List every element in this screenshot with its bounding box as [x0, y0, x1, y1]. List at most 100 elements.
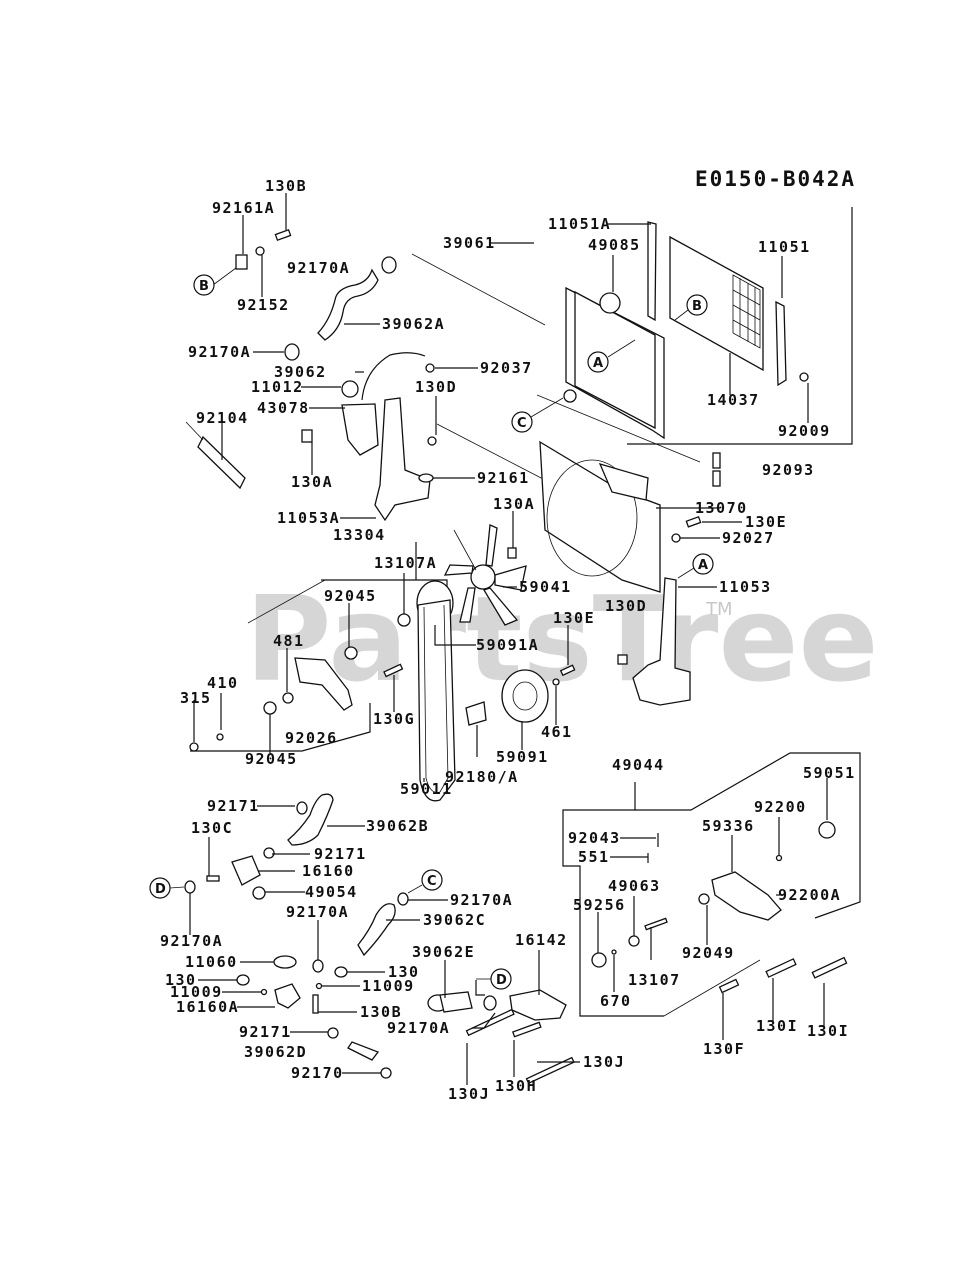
part-label: 92170A [387, 1019, 450, 1037]
bolt-130D-shape [427, 436, 437, 446]
bolt-130I-right-shape [811, 956, 848, 979]
svg-text:C: C [427, 874, 437, 889]
bolt-92009-shape [799, 372, 809, 382]
plug-11009-left-shape [260, 988, 268, 996]
part-label: 92104 [196, 409, 249, 427]
sealant-92104-shape [197, 435, 246, 490]
part-label: 130D [415, 378, 457, 396]
bearing-92045-upper-shape [344, 646, 358, 660]
clip-92037-shape [425, 363, 435, 373]
bolt-130C-shape [206, 875, 220, 882]
svg-text:C: C [517, 416, 527, 431]
part-label: 11051 [758, 238, 811, 256]
part-label: 11060 [185, 953, 238, 971]
bolt-130B-lower-shape [312, 994, 319, 1014]
part-label: 13070 [695, 499, 748, 517]
washer-92027-shape [671, 533, 681, 543]
part-label: 461 [541, 723, 573, 741]
part-label: 92093 [762, 461, 815, 479]
part-label: 130B [360, 1003, 402, 1021]
watermark-trademark: TM [705, 599, 733, 620]
part-label: 16142 [515, 931, 568, 949]
clip-92170-shape [380, 1067, 392, 1079]
callout-a-bracket: A [677, 553, 714, 579]
gear-59051-shape [818, 821, 836, 839]
bolt-130J-left-shape [465, 1008, 515, 1037]
clip-92171-mid-shape [263, 847, 275, 859]
hose-39062A-shape [317, 268, 379, 341]
part-label: 92180/A [445, 768, 519, 786]
part-label: 130B [265, 177, 307, 195]
washer-461-shape [552, 678, 560, 686]
part-label: 59041 [519, 578, 572, 596]
part-label: 92049 [682, 944, 735, 962]
part-label: 59256 [573, 896, 626, 914]
part-label: 130E [745, 513, 787, 531]
bolt-130A-fan-shape [507, 547, 517, 559]
callout-d-left: D [149, 877, 185, 899]
part-label: 130I [807, 1022, 849, 1040]
part-label: 130F [703, 1040, 745, 1058]
grommet-92161-shape [418, 473, 434, 483]
clip-92171-lower-shape [327, 1027, 339, 1039]
part-label: 551 [578, 848, 610, 866]
part-label: 92171 [239, 1023, 292, 1041]
clip-92170A-C-shape [397, 892, 409, 906]
clip-92171-upper-shape [296, 801, 308, 815]
water-pump-16142-shape [509, 989, 567, 1021]
part-label: 49044 [612, 756, 665, 774]
svg-text:B: B [199, 279, 209, 294]
bolt-130B-shape [274, 228, 292, 242]
part-label: 43078 [257, 399, 310, 417]
bolt-130D-lower-shape [617, 654, 628, 665]
tensioner-13304-shape [294, 657, 353, 711]
part-label: 92171 [207, 797, 260, 815]
bolt-130A-left-shape [301, 429, 313, 443]
part-label: 11009 [170, 983, 223, 1001]
part-label: 11053A [277, 509, 340, 527]
gear-59256-shape [591, 952, 607, 968]
part-label: 92152 [237, 296, 290, 314]
bolt-130G-shape [383, 663, 404, 678]
belt-59011-shape [417, 599, 456, 802]
pulley-59091-shape [501, 669, 549, 723]
part-label: 59091A [476, 636, 539, 654]
washer-410-shape [216, 733, 224, 741]
watermark: PartsTree [245, 570, 879, 708]
part-label: 92161A [212, 199, 275, 217]
part-label: 49085 [588, 236, 641, 254]
callout-c-radiator: C [511, 397, 564, 433]
part-label: 39062A [382, 315, 445, 333]
part-label: 59336 [702, 817, 755, 835]
strip-11051A-shape [647, 221, 657, 322]
part-label: 39061 [443, 234, 496, 252]
part-shapes [184, 221, 848, 1085]
shaft-13107-shape [644, 917, 668, 931]
part-label: 11053 [719, 578, 772, 596]
part-label: 92170A [188, 343, 251, 361]
part-label: 11051A [548, 215, 611, 233]
part-label: 16160 [302, 862, 355, 880]
part-label: 92171 [314, 845, 367, 863]
clip-92170A-mid-shape [312, 959, 324, 973]
part-label: 13107 [628, 971, 681, 989]
part-label: 670 [600, 992, 632, 1010]
part-label: 410 [207, 674, 239, 692]
leader-lines [189, 193, 828, 1085]
diagram-code: E0150-B042A [695, 167, 856, 191]
part-label: 92045 [245, 750, 298, 768]
part-label: 92170A [160, 932, 223, 950]
part-label: 39062 [274, 363, 327, 381]
pin-670-shape [611, 949, 617, 955]
part-label: 13107A [374, 554, 437, 572]
clip-92170A-top-shape [381, 256, 397, 274]
part-label: 130E [553, 609, 595, 627]
plug-11009-right-shape [315, 982, 323, 990]
part-label: 130H [495, 1077, 537, 1095]
thermostat-49054-shape [252, 886, 266, 900]
part-label: 92200A [778, 886, 841, 904]
bolt-130E-lower-shape [559, 664, 576, 677]
part-label: 130 [165, 971, 197, 989]
part-label: 59011 [400, 780, 453, 798]
